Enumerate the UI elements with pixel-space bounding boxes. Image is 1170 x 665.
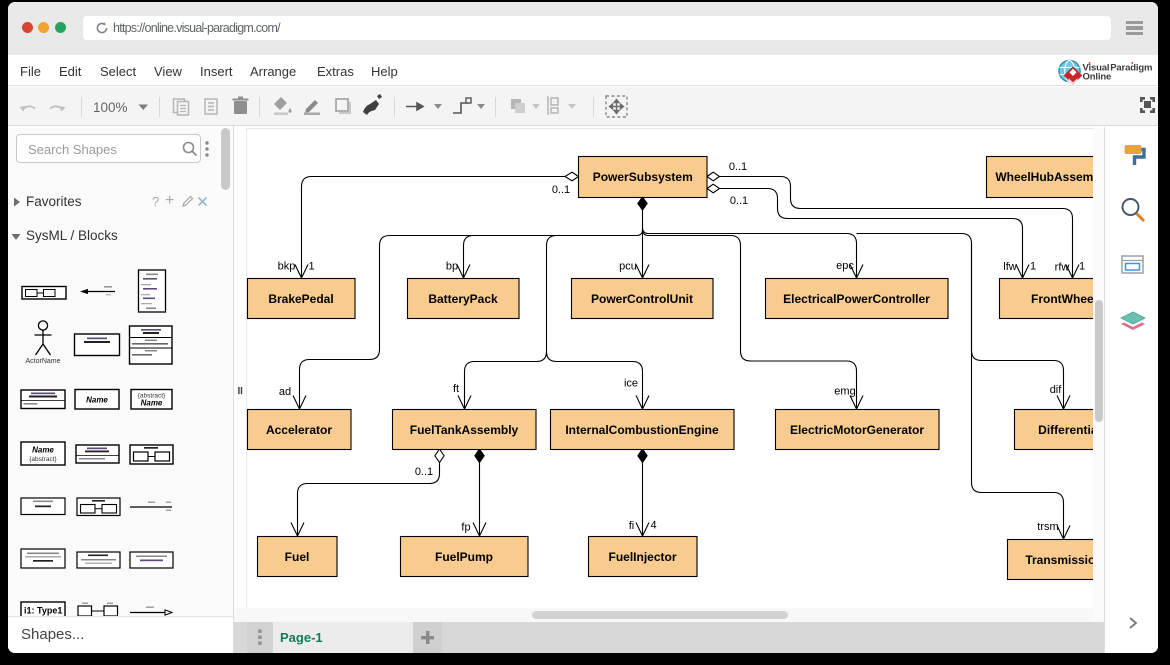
- svg-text:dif: dif: [1050, 384, 1063, 396]
- svg-text:Name: Name: [86, 396, 108, 405]
- svg-text:FuelTankAssembly: FuelTankAssembly: [410, 423, 519, 437]
- svg-text:Online: Online: [1083, 72, 1112, 83]
- svg-text:fi: fi: [629, 520, 635, 532]
- svg-text:ice: ice: [624, 378, 638, 390]
- svg-text:{abstract}: {abstract}: [138, 393, 166, 400]
- svg-text:bp: bp: [446, 261, 458, 273]
- svg-text:ft: ft: [453, 383, 459, 395]
- svg-text:Accelerator: Accelerator: [266, 423, 332, 437]
- svg-text:pcu: pcu: [619, 261, 637, 273]
- svg-text:{abstract}: {abstract}: [29, 456, 57, 463]
- svg-text:1: 1: [1079, 261, 1085, 273]
- svg-text:bkp: bkp: [278, 261, 296, 273]
- svg-text:Differential: Differential: [1038, 423, 1093, 437]
- svg-text:Name: Name: [141, 399, 163, 408]
- svg-text:FrontWheel: FrontWheel: [1031, 292, 1093, 306]
- svg-text:Fuel: Fuel: [285, 550, 310, 564]
- svg-text:ad: ad: [279, 386, 291, 398]
- svg-text:trsm: trsm: [1037, 521, 1058, 533]
- svg-text:0..1: 0..1: [730, 195, 748, 207]
- svg-text:VisualParadigm: VisualParadigm: [1083, 63, 1153, 74]
- svg-text:PowerSubsystem: PowerSubsystem: [593, 170, 693, 184]
- svg-text:lfw: lfw: [1003, 261, 1017, 273]
- svg-text:ActorName: ActorName: [25, 358, 60, 365]
- svg-text:InternalCombustionEngine: InternalCombustionEngine: [565, 423, 719, 437]
- svg-text:FuelInjector: FuelInjector: [608, 550, 676, 564]
- svg-text:Name: Name: [32, 446, 54, 455]
- svg-text:BrakePedal: BrakePedal: [268, 292, 333, 306]
- svg-text:ElectricalPowerController: ElectricalPowerController: [783, 292, 930, 306]
- svg-text:Transmission: Transmission: [1025, 553, 1093, 567]
- svg-text:0..1: 0..1: [552, 184, 570, 196]
- svg-text:rfw: rfw: [1055, 262, 1070, 274]
- svg-text:epc: epc: [836, 260, 854, 272]
- svg-text:i1: Type1: i1: Type1: [24, 606, 62, 616]
- svg-text:emg: emg: [834, 386, 855, 398]
- svg-text:FuelPump: FuelPump: [435, 550, 493, 564]
- svg-text:BatteryPack: BatteryPack: [428, 292, 498, 306]
- svg-text:0..1: 0..1: [415, 466, 433, 478]
- svg-text:0..1: 0..1: [729, 161, 747, 173]
- svg-text:ElectricMotorGenerator: ElectricMotorGenerator: [790, 423, 924, 437]
- svg-text:fp: fp: [461, 522, 470, 534]
- svg-text:WheelHubAssembly: WheelHubAssembly: [995, 170, 1093, 184]
- svg-text:1: 1: [308, 261, 314, 273]
- svg-text:4: 4: [650, 520, 656, 532]
- svg-text:1: 1: [1030, 261, 1036, 273]
- svg-text:PowerControlUnit: PowerControlUnit: [591, 292, 693, 306]
- svg-text:100%: 100%: [93, 100, 128, 115]
